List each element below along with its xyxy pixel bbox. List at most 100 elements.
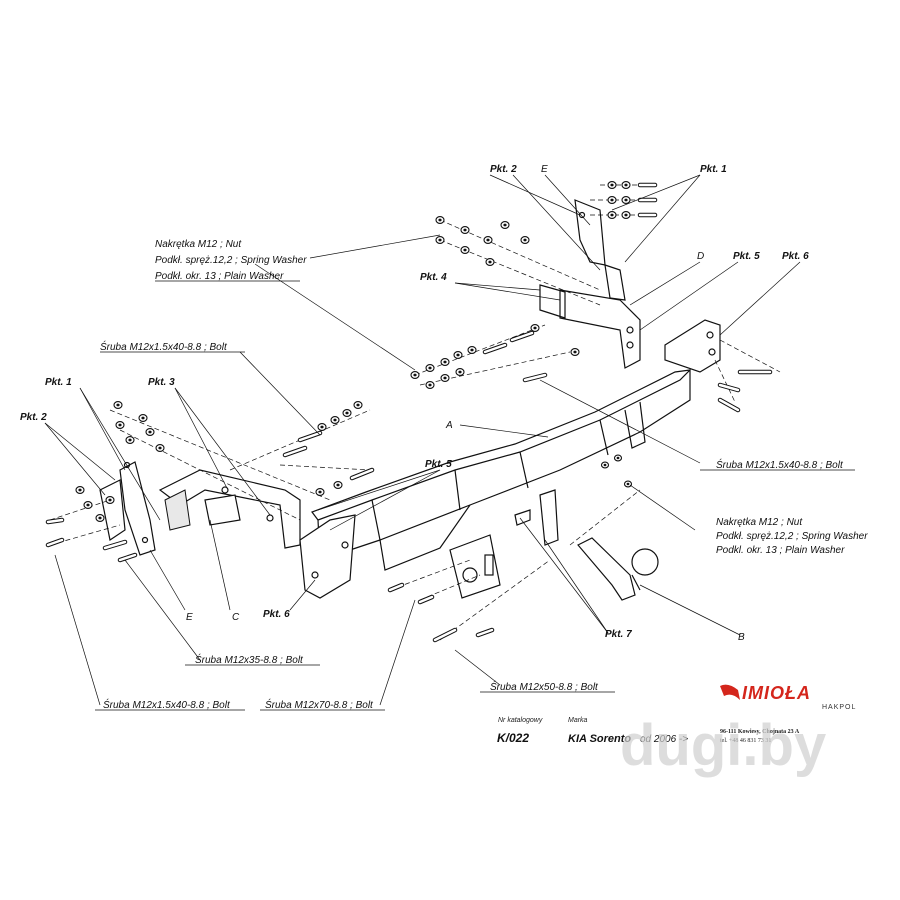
title-block: Nr katalogowy K/022 Marka KIA Sorento od… [497,683,856,745]
nut-hole-icon [333,418,337,422]
nut-hole-icon [345,411,349,415]
nut-hole-icon [616,456,620,460]
nut-hole-icon [336,483,340,487]
pkt6-bottom: Pkt. 6 [263,609,290,620]
nut-hole-icon [610,183,614,187]
nut-hole-icon [624,213,628,217]
company-sub: HAKPOL [822,704,856,711]
nut-hole-icon [458,370,462,374]
leader-lines [44,174,801,706]
pkt1-top: Pkt. 1 [700,164,727,175]
ball-hitch-b [577,537,659,601]
bolt-shaft-icon [298,431,322,442]
label-bolt-left-upper: Śruba M12x1.5x40-8.8 ; Bolt [100,340,228,353]
nut-hole-icon [610,213,614,217]
bracket-e-left [99,461,156,556]
nut-hole-icon [626,482,630,486]
nut-hole-icon [141,416,145,420]
bolt-shaft-icon [483,343,507,354]
label-spring-washer-top: Podkł. spręż.12,2 ; Spring Washer [155,255,307,266]
nut-hole-icon [438,218,442,222]
label-plain-washer-top: Podkł. okr. 13 ; Plain Washer [155,271,284,282]
nut-hole-icon [428,366,432,370]
nut-hole-icon [470,348,474,352]
label-bolt-right: Śruba M12x1.5x40-8.8 ; Bolt [716,458,844,471]
nut-hole-icon [603,463,607,467]
company-logo: IMIOŁA [742,683,811,703]
bolt-shaft-icon [118,553,137,562]
nut-hole-icon [86,503,90,507]
letter-labels: A B C D E E [186,164,745,643]
model-value: KIA Sorento [568,733,631,745]
pkt2-top: Pkt. 2 [490,164,517,175]
pkt5-mid: Pkt. 5 [425,459,452,470]
nut-hole-icon [148,430,152,434]
nut-hole-icon [488,260,492,264]
nut-hole-icon [523,238,527,242]
nut-hole-icon [128,438,132,442]
nut-hole-icon [356,403,360,407]
nut-hole-icon [428,383,432,387]
nut-hole-icon [443,360,447,364]
nut-hole-icon [624,198,628,202]
nut-hole-icon [463,248,467,252]
letter-b: B [738,632,745,643]
bolt-shaft-icon [46,518,64,524]
nut-hole-icon [573,350,577,354]
nut-hole-icon [78,488,82,492]
label-nut-top: Nakrętka M12 ; Nut [155,239,242,250]
label-bolt-m12x70: Śruba M12x70-8.8 ; Bolt [265,698,374,711]
nut-hole-icon [624,183,628,187]
nut-hole-icon [610,198,614,202]
hardware-parts [45,181,773,643]
nut-hole-icon [503,223,507,227]
pkt6-top: Pkt. 6 [782,251,809,262]
bolt-shaft-icon [433,628,457,642]
catalog-label: Nr katalogowy [498,717,543,724]
pkt5-top: Pkt. 5 [733,251,760,262]
pkt7: Pkt. 7 [605,629,632,640]
letter-d: D [697,251,704,262]
nut-hole-icon [438,238,442,242]
label-bolt-m12x50: Śruba M12x50-8.8 ; Bolt [490,680,599,693]
label-plain-washer-right: Podkl. okr. 13 ; Plain Washer [716,545,845,556]
logo-swoosh-icon [720,684,740,700]
bracket-c [158,469,301,549]
pkt2-left: Pkt. 2 [20,412,47,423]
bolt-shaft-icon [103,540,127,550]
nut-hole-icon [413,373,417,377]
socket-plate [449,489,559,599]
pkt1-left: Pkt. 1 [45,377,72,388]
nut-hole-icon [320,425,324,429]
letter-a: A [445,420,453,431]
nut-hole-icon [98,516,102,520]
bolt-shaft-icon [350,468,374,480]
bolt-shaft-icon [283,446,307,457]
bolt-shaft-icon [388,583,404,592]
bolt-shaft-icon [718,398,740,412]
year-value: od 2006 -> [640,734,688,745]
letter-e-top: E [541,164,548,175]
letter-e-bottom: E [186,612,193,623]
left-end-plate [299,514,356,599]
point-labels: Pkt. 2 Pkt. 1 Pkt. 4 Pkt. 5 Pkt. 6 Pkt. … [20,164,809,640]
bolt-shaft-icon [46,538,64,547]
label-spring-washer-right: Podkł. spręż.12,2 ; Spring Washer [716,531,868,542]
label-bolt-left-bottom: Śruba M12x1.5x40-8.8 ; Bolt [103,698,231,711]
pkt3: Pkt. 3 [148,377,175,388]
nut-hole-icon [486,238,490,242]
pkt4: Pkt. 4 [420,272,447,283]
bolt-shaft-icon [718,383,740,392]
nut-hole-icon [118,423,122,427]
company-address: 96-111 Kowiesy, Chojnata 23 A [720,729,800,735]
nut-hole-icon [158,446,162,450]
company-phone: tel. +48 46 831 73 31 [720,738,771,744]
nut-hole-icon [116,403,120,407]
nut-hole-icon [463,228,467,232]
label-bolt-m12x35: Śruba M12x35-8.8 ; Bolt [195,653,304,666]
catalog-value: K/022 [497,731,529,745]
nut-hole-icon [108,498,112,502]
nut-hole-icon [443,376,447,380]
nut-hole-icon [318,490,322,494]
brand-label: Marka [568,717,588,724]
